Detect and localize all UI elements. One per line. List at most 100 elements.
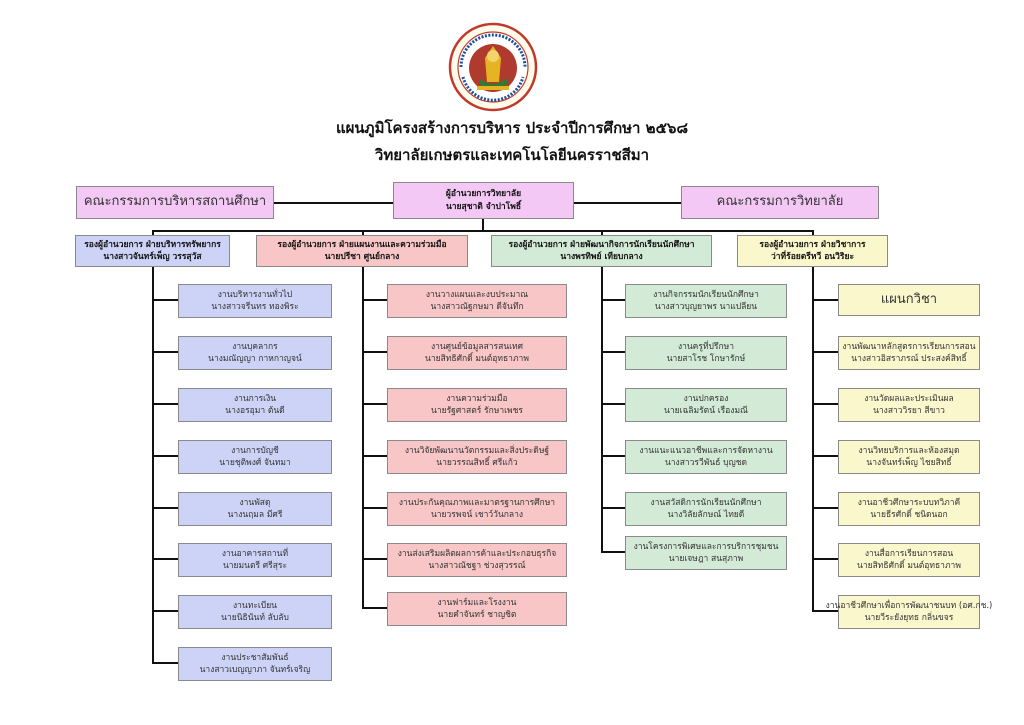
unit-box: งานประกันคุณภาพและมาตรฐานการศึกษา นายวรพ… [387,492,567,526]
unit-name: งานวิจัยพัฒนานวัตกรรมและสิ่งประดิษฐ์ [404,445,550,456]
unit-name: งานสื่อการเรียนการสอน [864,548,954,559]
trunk-line [362,267,364,608]
unit-box: งานฟาร์มและโรงงาน นายคำจันทร์ ชาญชิต [387,592,567,626]
branch-line [362,351,387,353]
unit-person: นายสิทธิศักดิ์ มนต์อุทธาภาพ [425,354,529,364]
director-box: ผู้อำนวยการวิทยาลัย นายสุชาติ จำปาโพธิ์ [393,182,574,219]
unit-name: งานศูนย์ข้อมูลสารสนเทศ [430,341,524,352]
division-head-name: นางสาวจันทร์เพ็ญ วรรสุวัส [103,252,202,262]
department-label: แผนกวิชา [880,291,938,307]
unit-box: งานบุคลากร นางมณัญญา กาหกาญจน์ [178,336,332,370]
branch-line [362,455,387,457]
connector-line [812,230,814,236]
chart-subtitle: วิทยาลัยเกษตรและเทคโนโลยีนครราชสีมา [374,146,650,164]
unit-box: งานครูที่ปรึกษา นายสาโรช โกษารักษ์ [625,336,787,370]
unit-box: งานวัดผลและประเมินผล นางสาววิรยา สีขาว [838,388,980,422]
unit-name: งานปกครอง [683,393,729,404]
unit-person: นางอรอุมา ต้นดี [225,406,285,416]
unit-person: นางสาวเบญญาภา จันทร์เจริญ [199,665,311,675]
unit-person: นายธีรศักดิ์ ชนิดนอก [870,510,948,520]
unit-person: นายสิทธิศักดิ์ มนต์อุทธาภาพ [857,561,961,571]
connector-line [362,230,364,236]
unit-name: งานการเงิน [233,393,277,404]
branch-line [362,607,387,609]
branch-line [812,299,838,301]
unit-box: งานวางแผนและงบประมาณ นางสาวณัฐกษมา ดีจัน… [387,284,567,318]
unit-box: งานวิจัยพัฒนานวัตกรรมและสิ่งประดิษฐ์ นาย… [387,440,567,474]
unit-name: งานโครงการพิเศษและการบริการชุมชน [633,541,779,552]
unit-name: งานประชาสัมพันธ์ [221,652,289,663]
unit-name: งานฟาร์มและโรงงาน [437,597,517,608]
unit-name: งานทะเบียน [233,600,277,611]
director-name: นายสุชาติ จำปาโพธิ์ [445,201,522,212]
director-title: ผู้อำนวยการวิทยาลัย [445,189,522,200]
unit-person: นางสาวณัชฐา ช่วงสุวรรณ์ [428,561,526,571]
unit-name: งานอาชีวศึกษาเพื่อการพัฒนาชนบท (อศ.กช.) [825,600,993,611]
unit-name: งานครูที่ปรึกษา [677,341,735,352]
division-head-name: ว่าที่ร้อยตรีหวี อนวิริยะ [770,252,855,262]
branch-line [812,610,838,612]
unit-box: งานประชาสัมพันธ์ นางสาวเบญญาภา จันทร์เจร… [178,647,332,681]
unit-person: นางสาวจรีนทร ทองพิระ [211,302,299,312]
unit-box: งานพัสดุ นางนฤมล มีศรี [178,492,332,526]
unit-person: นางนฤมล มีศรี [227,510,283,520]
unit-name: งานส่งเสริมผลิตผลการค้าและประกอบธุรกิจ [397,548,557,559]
branch-line [152,403,178,405]
unit-box: งานอาชีวศึกษาเพื่อการพัฒนาชนบท (อศ.กช.) … [826,595,992,629]
unit-person: นายคำจันทร์ ชาญชิต [437,610,517,620]
trunk-line [812,267,814,611]
unit-person: นางสาววิรยา สีขาว [873,406,945,416]
branch-line [601,351,625,353]
unit-person: นายนิธินันท์ ลับลับ [221,613,289,623]
unit-person: นายวรรณสิทธิ์ ศรีแก้ว [436,458,518,468]
branch-line [362,403,387,405]
division-head-title: รองผู้อำนวยการ ฝ่ายบริหารทรัพยากร [84,239,221,250]
unit-box: งานความร่วมมือ นายรัฐศาสตร์ รักษาเพชร [387,388,567,422]
unit-box: งานวิทยบริการและห้องสมุด นางจันทร์เพ็ญ ไ… [838,440,980,474]
unit-person: นางมณัญญา กาหกาญจน์ [208,354,302,364]
unit-person: นายชุติพงศ์ จันทมา [219,458,291,468]
unit-box: งานพัฒนาหลักสูตรการเรียนการสอน นางสาวอิส… [838,336,980,370]
unit-person: นางสาวอิสราภรณ์ ประสงค์สิทธิ์ [851,354,967,364]
branch-line [152,610,178,612]
unit-person: นางสาวบุญยาพร นาแปลียน [654,302,758,312]
branch-line [152,351,178,353]
unit-person: นางสาวรวีพันธ์ บุญชด [664,458,748,468]
connector-line [601,230,603,236]
branch-line [812,351,838,353]
unit-person: นายเจษฎา สนสุภาพ [668,554,744,564]
unit-box: งานปกครอง นายเฉลิมรัตน์ เรืองมณี [625,388,787,422]
branch-line [152,455,178,457]
unit-name: งานแนะแนวอาชีพและการจัดหางาน [639,445,773,456]
unit-box: งานโครงการพิเศษและการบริการชุมชน นายเจษฎ… [625,536,787,570]
connector-line [482,219,484,231]
unit-person: นายรัฐศาสตร์ รักษาเพชร [431,406,523,416]
division-head-name: นางพรทิพย์ เทียบกลาง [560,252,643,262]
branch-line [812,558,838,560]
unit-person: นายวีระยังยุทธ กลิ่นขจร [864,613,954,623]
branch-line [362,558,387,560]
unit-box: งานการเงิน นางอรอุมา ต้นดี [178,388,332,422]
connector-line [274,202,393,204]
unit-name: งานประกันคุณภาพและมาตรฐานการศึกษา [398,497,556,508]
unit-name: งานอาคารสถานที่ [221,548,289,559]
college-seal-logo [448,22,538,112]
unit-person: นายเฉลิมรัตน์ เรืองมณี [664,406,748,416]
division-head-planning: รองผู้อำนวยการ ฝ่ายแผนงานและความร่วมมือ … [256,235,468,267]
college-board-box: คณะกรรมการวิทยาลัย [681,186,879,219]
unit-box: งานกิจกรรมนักเรียนนักศึกษา นางสาวบุญยาพร… [625,284,787,318]
division-head-academic: รองผู้อำนวยการ ฝ่ายวิชาการ ว่าที่ร้อยตรี… [737,235,888,267]
unit-box: งานบริหารงานทั่วไป นางสาวจรีนทร ทองพิระ [178,284,332,318]
unit-name: งานสวัสดิการนักเรียนนักศึกษา [650,497,762,508]
unit-person: นายมนตรี ศรีสุระ [222,561,288,571]
trunk-line [601,267,603,552]
unit-person: นายวรพจน์ เชาว์วันกลาง [430,510,524,520]
unit-box: งานสวัสดิการนักเรียนนักศึกษา นางวิลัยลัก… [625,492,787,526]
school-board-box: คณะกรรมการบริหารสถานศึกษา [76,186,274,219]
connector-line [152,230,154,236]
branch-line [152,558,178,560]
branch-line [362,507,387,509]
branch-line [601,507,625,509]
division-head-title: รองผู้อำนวยการ ฝ่ายพัฒนากิจการนักเรียนนั… [508,239,695,250]
unit-name: งานอาชีวศึกษาระบบทวิภาคี [857,497,961,508]
